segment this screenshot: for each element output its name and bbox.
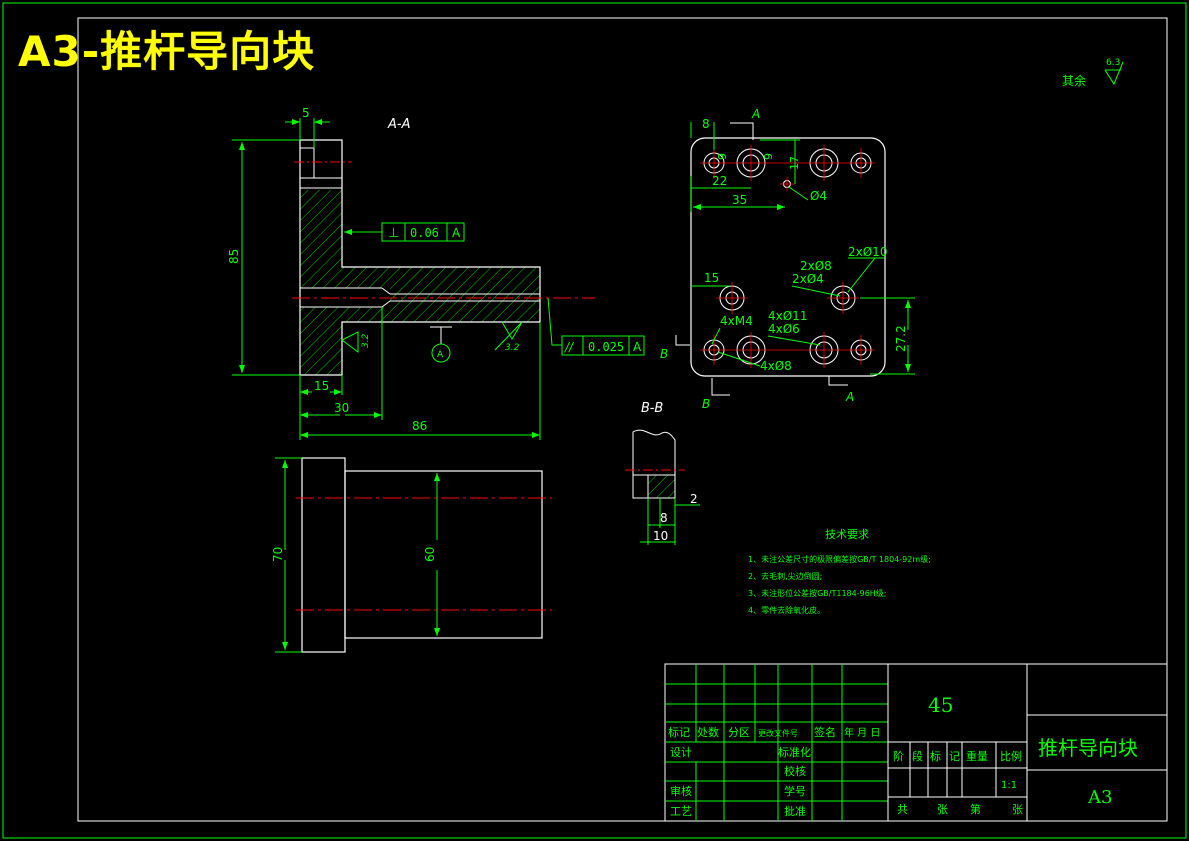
inner-frame (77, 17, 1168, 822)
tb-weight: 重量 (966, 749, 988, 763)
tech-note-3: 3、未注形位公差按GB/T1184-96H级; (748, 588, 887, 598)
callout-2x-phi8: 2xØ8 (800, 259, 832, 273)
tech-note-4: 4、零件去除氧化皮。 (748, 605, 825, 615)
tb-sheet-2: 张 (937, 803, 948, 816)
title-block-text: 标记 处数 分区 更改文件号 签名 年 月 日 设计 标准化 校核 审核 学号 … (668, 693, 1138, 818)
top-view: A A B B 8 9 9 17 22 35 Ø4 15 27.2 (660, 107, 915, 411)
tol-perp-symbol: ⊥ (388, 226, 399, 241)
callout-2x-phi10: 2xØ10 (848, 245, 887, 259)
dim-b-8: 8 (660, 511, 668, 525)
tb-change-doc: 更改文件号 (758, 728, 798, 738)
detail-view-bb: B-B 2 8 10 (625, 401, 700, 545)
dim-70: 70 (271, 547, 285, 562)
dim-15: 15 (314, 379, 329, 393)
roughness-3-2-b: 3.2 (361, 333, 371, 348)
dim-5: 5 (302, 106, 310, 120)
technical-requirements: 技术要求 1、未注公差尺寸的极限偏差按GB/T 1804-92m级; 2、去毛刺… (748, 528, 931, 615)
dim-phi4: Ø4 (810, 189, 827, 203)
datum-a-letter: A (437, 350, 444, 360)
dim-9-b: 9 (762, 153, 775, 160)
dim-85: 85 (227, 249, 241, 264)
tol-perp-datum: A (452, 226, 461, 240)
dim-35: 35 (732, 193, 747, 207)
datum-a-circle (431, 343, 451, 363)
dim-b-2: 2 (690, 492, 698, 506)
side-view: 70 60 (271, 457, 552, 653)
roughness-value: 6.3 (1106, 58, 1120, 68)
tb-sheet-3: 第 (970, 802, 981, 816)
tb-check: 审核 (670, 784, 692, 798)
tol-par-symbol: // (564, 340, 575, 354)
tb-sign: 签名 (814, 725, 836, 739)
tb-approve: 批准 (784, 804, 806, 818)
tech-notes-title: 技术要求 (825, 528, 869, 541)
dim-60: 60 (423, 547, 437, 562)
tb-stage-3: 标 (930, 749, 941, 763)
roughness-symbol (1104, 61, 1124, 86)
tb-standardize: 标准化 (778, 745, 811, 759)
callout-2x-phi4: 2xØ4 (792, 272, 824, 286)
callout-4x-phi8: 4xØ8 (760, 359, 792, 373)
tb-student-id: 学号 (784, 784, 806, 798)
tech-note-2: 2、去毛刺,尖边倒圆; (748, 571, 822, 581)
callout-4x-phi11: 4xØ11 (768, 309, 807, 323)
dim-27-2: 27.2 (894, 325, 908, 352)
tb-sheet-1: 共 (897, 803, 908, 816)
tb-stage-4: 记 (949, 750, 960, 763)
tb-date: 年 月 日 (844, 726, 880, 739)
tol-perp-frame (381, 222, 465, 242)
tb-proofread: 校核 (784, 764, 806, 778)
general-roughness: 其余 6.3 (1062, 58, 1124, 88)
dim-8-top: 8 (702, 117, 710, 131)
dim-86: 86 (412, 419, 427, 433)
section-aa-label: A-A (387, 117, 410, 132)
tol-perp-value: 0.06 (410, 226, 439, 240)
tb-scale-label: 比例 (1000, 749, 1022, 763)
section-a-bottom: A (845, 390, 854, 404)
tb-stage-1: 阶 (893, 749, 904, 763)
tb-zone: 分区 (728, 726, 750, 739)
drawing-banner: A3-推杆导向块 (18, 27, 316, 76)
tb-scale: 1:1 (1001, 780, 1017, 791)
roughness-label: 其余 (1062, 73, 1086, 88)
roughness-3-2-a: 3.2 (505, 343, 520, 353)
dim-9-a: 9 (716, 153, 729, 160)
tb-part-name: 推杆导向块 (1038, 736, 1138, 760)
dim-b-10: 10 (653, 529, 668, 543)
section-b-bottom: B (702, 397, 710, 411)
tol-par-datum: A (633, 340, 642, 354)
section-view-aa: A-A 5 85 15 (227, 106, 645, 440)
section-b-left: B (660, 347, 668, 361)
plate-outline (690, 137, 886, 377)
dim-17: 17 (788, 156, 801, 170)
section-hatch (300, 190, 540, 375)
section-a-top: A (751, 107, 760, 121)
title-block (664, 663, 1168, 822)
tb-size: A3 (1087, 787, 1112, 808)
tb-count: 处数 (697, 726, 719, 739)
callout-4x-phi6: 4xØ6 (768, 322, 800, 336)
tb-sheet-4: 张 (1012, 803, 1023, 816)
dim-15-top: 15 (704, 271, 719, 285)
tech-note-1: 1、未注公差尺寸的极限偏差按GB/T 1804-92m级; (748, 554, 931, 564)
callout-4x-m4: 4xM4 (720, 314, 753, 328)
tol-par-value: 0.025 (588, 340, 624, 354)
tb-mark: 标记 (668, 725, 690, 739)
tb-design: 设计 (670, 746, 692, 759)
detail-bb-label: B-B (641, 401, 663, 416)
tb-material: 45 (928, 693, 953, 717)
dim-30: 30 (334, 401, 349, 415)
tb-stage-2: 段 (912, 749, 923, 763)
dim-22: 22 (712, 174, 727, 188)
tol-par-frame (561, 335, 645, 356)
tb-process: 工艺 (670, 805, 692, 818)
